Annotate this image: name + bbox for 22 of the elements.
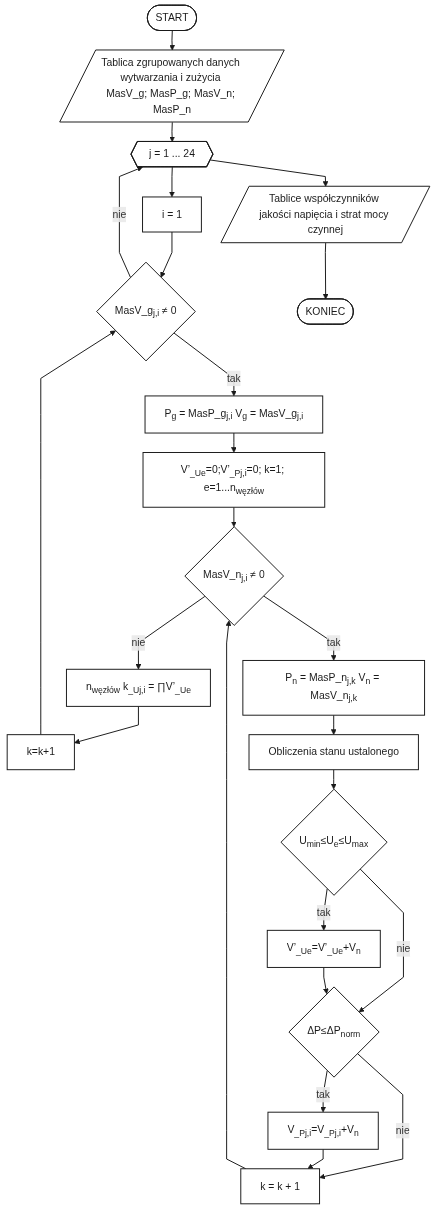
edge-label: tak [326,637,341,649]
edge-label: nie [395,1124,410,1136]
node-box: V’$_{_Ue}$=0;V’$_{_Pj,i}$=0; k=1; e=1...n$_{węzłów}$ [142,452,326,508]
node-box: V’$_{_Ue}$=V’$_{_Ue}$+V$_{n}$ [266,929,381,968]
node-box: V$_{_Pj,i}$=V$_{_Pj,i}$+V$_{n}$ [267,1111,379,1150]
edge-label: nie [396,943,411,955]
node-diamond: MasV_g$_{j,i}$ ≠ 0 [96,261,196,362]
node-box: P$_{g}$ = MasP_g$_{j,i}$ V$_{g}$ = MasV_g$_{j,i}$ [144,395,324,434]
node-diamond: ΔP≤ΔP$_{norm}$ [288,986,380,1078]
node-box: n$_{węzłów}$ k$_{_Uj,i}$ = ∏V’$_{_Ue}$ [65,668,211,707]
edge-label: nie [131,637,146,649]
node-box: k = k + 1 [240,1168,321,1205]
node-box: i = 1 [142,196,202,233]
edge-label: nie [112,208,127,220]
edge-label: tak [316,906,331,919]
node-box: k=k+1 [6,734,75,771]
edge-label: tak [226,372,241,384]
node-box: Obliczenia stanu ustalonego [248,734,419,771]
node-diamond: U$_{min}$≤U$_{e}$≤U$_{max}$ [280,788,388,896]
node-box: P$_{n}$ = MasP_n$_{j,k}$ V$_{n}$ = MasV_n$_{j,k}$ [242,659,426,716]
node-diamond: MasV_n$_{j,i}$ ≠ 0 [184,526,285,626]
edge-label: tak [316,1088,331,1100]
